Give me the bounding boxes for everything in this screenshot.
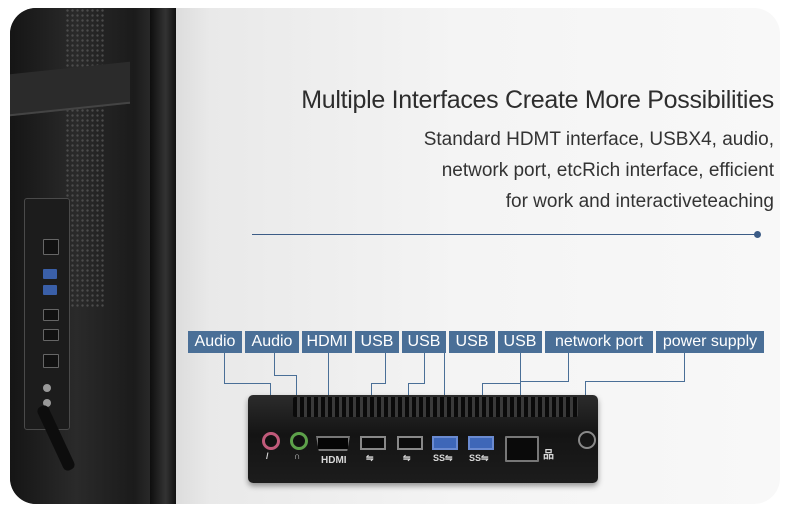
ethernet-port xyxy=(505,436,539,462)
leader-line xyxy=(520,353,569,382)
leader-line xyxy=(482,353,521,384)
usb-icon: ⇋ xyxy=(403,453,411,463)
description-line: for work and interactiveteaching xyxy=(505,191,774,212)
headphone-jack xyxy=(290,432,308,450)
usb3-icon: SS⇋ xyxy=(469,453,489,463)
description: Standard HDMT interface, USBX4, audio, n… xyxy=(424,124,774,217)
usb-port-1 xyxy=(360,436,386,450)
label-usb-4: USB xyxy=(498,331,542,353)
leader-line xyxy=(371,353,386,384)
headphone-icon: ∩ xyxy=(294,451,301,461)
speaker-grill xyxy=(65,8,105,308)
label-power-supply: power supply xyxy=(656,331,764,353)
usb3-port-2 xyxy=(468,436,494,450)
side-hdmi-port xyxy=(43,354,59,368)
hdmi-glyph: HDMI xyxy=(321,455,347,466)
mic-jack xyxy=(262,432,280,450)
side-lan-port xyxy=(43,239,59,255)
side-usb-port xyxy=(43,285,57,295)
mic-icon: / xyxy=(266,451,269,461)
divider-line xyxy=(252,234,756,235)
headline: Multiple Interfaces Create More Possibil… xyxy=(301,86,774,114)
hdmi-port xyxy=(316,436,350,451)
product-banner xyxy=(10,8,780,504)
leader-line xyxy=(408,353,425,384)
usb-icon: ⇋ xyxy=(366,453,374,463)
label-usb-2: USB xyxy=(402,331,446,353)
side-audio-jack xyxy=(43,399,51,407)
panel-rim xyxy=(150,8,176,504)
leader-line xyxy=(328,353,330,433)
description-line: network port, etcRich interface, efficie… xyxy=(441,160,774,181)
leader-line xyxy=(444,353,446,433)
leader-line xyxy=(274,353,297,376)
lan-icon: 品 xyxy=(543,449,554,461)
label-hdmi: HDMI xyxy=(302,331,352,353)
side-audio-jack xyxy=(43,384,51,392)
description-line: Standard HDMT interface, USBX4, audio, xyxy=(423,129,774,150)
device-vents xyxy=(293,397,578,417)
side-usb-port xyxy=(43,269,57,279)
divider-dot xyxy=(754,231,761,238)
ops-module-side xyxy=(24,198,70,430)
usb-port-2 xyxy=(397,436,423,450)
label-usb-1: USB xyxy=(355,331,399,353)
side-usb-port xyxy=(43,329,59,341)
label-audio-mic: Audio xyxy=(188,331,242,353)
side-usb-port xyxy=(43,309,59,321)
label-network-port: network port xyxy=(545,331,653,353)
usb3-icon: SS⇋ xyxy=(433,453,453,463)
leader-line xyxy=(585,353,685,382)
power-button xyxy=(578,431,596,449)
label-usb-3: USB xyxy=(449,331,495,353)
usb3-port-1 xyxy=(432,436,458,450)
leader-line xyxy=(224,353,271,384)
label-audio-headphone: Audio xyxy=(245,331,299,353)
